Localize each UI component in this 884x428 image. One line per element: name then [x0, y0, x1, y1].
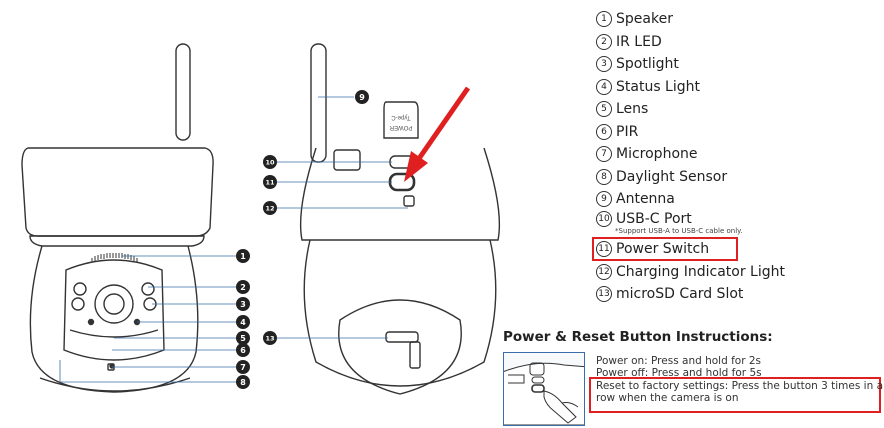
legend-num: 13 — [596, 286, 612, 303]
legend-label: Status Light — [616, 78, 700, 95]
legend-label: Microphone — [616, 146, 698, 163]
svg-text:7: 7 — [240, 363, 246, 372]
camera-diagram: Type-C POWER 1 2 3 4 5 6 7 8 9 10 11 12 … — [21, 43, 501, 395]
legend-num: 7 — [596, 146, 612, 163]
svg-text:1: 1 — [240, 252, 246, 261]
legend-num: 10 — [596, 210, 612, 227]
port-label-power: POWER — [389, 124, 412, 130]
lens — [94, 284, 134, 324]
svg-text:2: 2 — [240, 283, 246, 292]
front-antenna — [175, 43, 191, 141]
side-antenna — [310, 43, 327, 163]
svg-text:4: 4 — [240, 318, 246, 327]
port-cover — [383, 101, 419, 139]
side-dome — [299, 147, 501, 241]
callout-5: 5 — [236, 331, 250, 345]
reset-highlight-box — [589, 377, 881, 413]
callout-2: 2 — [236, 280, 250, 294]
callout-10: 10 — [263, 155, 277, 169]
front-dome — [21, 147, 214, 237]
side-body — [303, 239, 497, 387]
svg-text:10: 10 — [265, 159, 275, 167]
svg-text:6: 6 — [240, 346, 246, 355]
legend-label: Antenna — [616, 191, 675, 208]
front-camera — [21, 43, 214, 393]
usb-note: *Support USB-A to USB-C cable only. — [615, 226, 743, 235]
instructions-title: Power & Reset Button Instructions: — [503, 329, 773, 345]
callout-badges: 1 2 3 4 5 6 7 8 9 10 11 12 13 — [236, 90, 369, 389]
power-on-instruction: Power on: Press and hold for 2s — [596, 355, 762, 367]
ir-led-right — [141, 282, 155, 296]
legend-label: IR LED — [616, 33, 662, 50]
front-leaders — [59, 255, 236, 383]
button-press-illustration — [503, 352, 585, 426]
callout-1: 1 — [236, 249, 250, 263]
callout-11: 11 — [263, 175, 277, 189]
red-arrow — [404, 86, 471, 182]
svg-text:13: 13 — [265, 335, 274, 343]
pir-window — [69, 329, 159, 338]
side-camera — [299, 43, 501, 395]
legend-label: Charging Indicator Light — [616, 263, 785, 280]
svg-text:8: 8 — [240, 378, 246, 387]
legend-label: Power Switch — [616, 240, 710, 257]
svg-text:9: 9 — [359, 93, 365, 102]
legend-label: USB-C Port — [616, 210, 692, 227]
callout-9: 9 — [355, 90, 369, 104]
callout-7: 7 — [236, 360, 250, 374]
reset-instruction-line-1: Reset to factory settings: Press the but… — [596, 380, 884, 392]
callout-4: 4 — [236, 315, 250, 329]
svg-text:12: 12 — [265, 205, 274, 213]
legend-num: 8 — [596, 168, 612, 185]
legend-num: 9 — [596, 191, 612, 208]
port-label-type-c: Type-C — [391, 114, 411, 120]
legend-num: 1 — [596, 11, 612, 28]
svg-text:3: 3 — [240, 300, 246, 309]
front-body — [29, 245, 199, 393]
legend-label: Speaker — [616, 11, 673, 28]
legend-num: 12 — [596, 263, 612, 280]
legend-num: 4 — [596, 78, 612, 95]
power-off-instruction: Power off: Press and hold for 5s — [596, 367, 762, 379]
legend-num: 6 — [596, 123, 612, 140]
speaker-grille — [91, 253, 138, 262]
legend-label: Spotlight — [616, 56, 679, 73]
callout-3: 3 — [236, 297, 250, 311]
legend-num: 2 — [596, 33, 612, 50]
callout-12: 12 — [263, 201, 277, 215]
spotlight-left — [71, 297, 85, 311]
legend-label: PIR — [616, 123, 639, 140]
side-leaders — [276, 96, 408, 339]
svg-text:5: 5 — [240, 334, 246, 343]
charging-light — [403, 195, 415, 207]
legend-num: 5 — [596, 101, 612, 118]
legend-label: Daylight Sensor — [616, 168, 728, 185]
svg-text:11: 11 — [265, 179, 275, 187]
callout-8: 8 — [236, 375, 250, 389]
rear-housing — [338, 299, 462, 395]
callout-13: 13 — [263, 331, 277, 345]
legend-label: Lens — [616, 101, 649, 118]
reset-instruction-line-2: row when the camera is on — [596, 392, 739, 404]
callout-6: 6 — [236, 343, 250, 357]
ir-led-left — [73, 282, 87, 296]
legend-label: microSD Card Slot — [616, 286, 744, 303]
microsd-slot — [385, 331, 419, 343]
legend-num: 11 — [596, 240, 612, 257]
legend-num: 3 — [596, 56, 612, 73]
